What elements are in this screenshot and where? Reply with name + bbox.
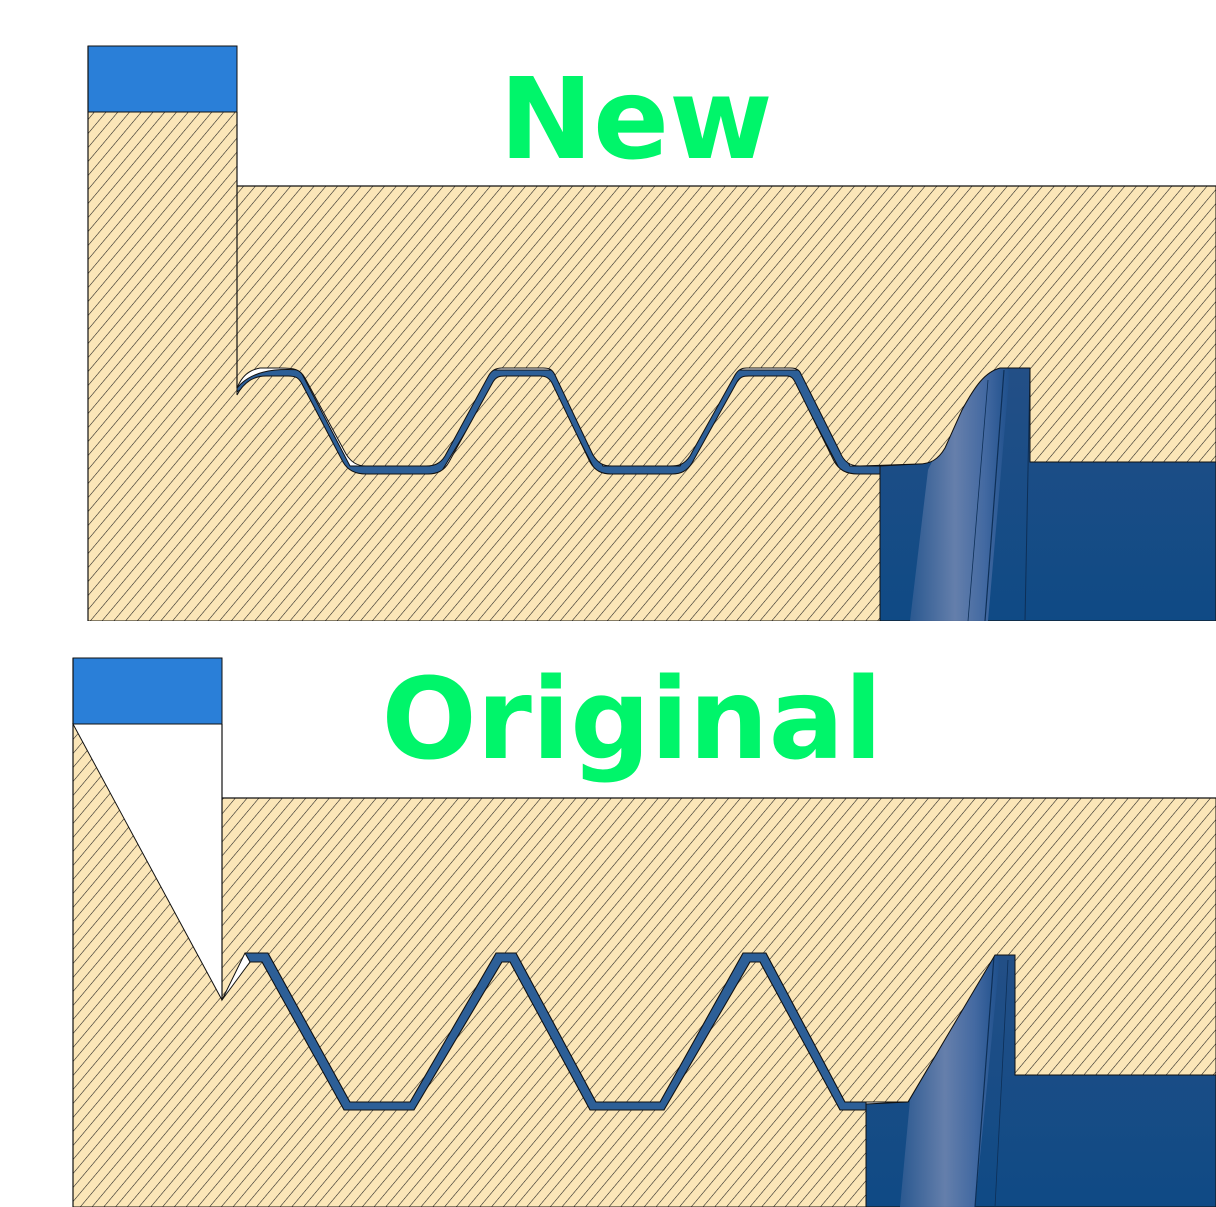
- top-step-edge-1: [984, 369, 1005, 622]
- panel-new: New: [87, 45, 1216, 622]
- bottom-step-edge-1: [974, 955, 995, 1207]
- top-step-face: [910, 368, 1010, 621]
- bottom-step-edge-2: [994, 959, 1009, 1207]
- bottom-blue-block: [72, 657, 223, 725]
- panel-original: Original: [72, 655, 1216, 1207]
- top-section-body: [87, 111, 1216, 622]
- top-step-edge-2: [967, 379, 989, 622]
- bottom-section-body: [72, 723, 1216, 1207]
- top-section-outline: [87, 46, 1216, 621]
- panel-gap: [0, 621, 1216, 657]
- top-panel-label: New: [499, 55, 772, 185]
- bottom-step-face: [900, 955, 1000, 1207]
- bottom-panel-label: Original: [381, 655, 882, 785]
- top-step-edge-3: [1024, 369, 1031, 622]
- bottom-section-outline: [72, 658, 1216, 1207]
- top-blue-block: [87, 45, 238, 113]
